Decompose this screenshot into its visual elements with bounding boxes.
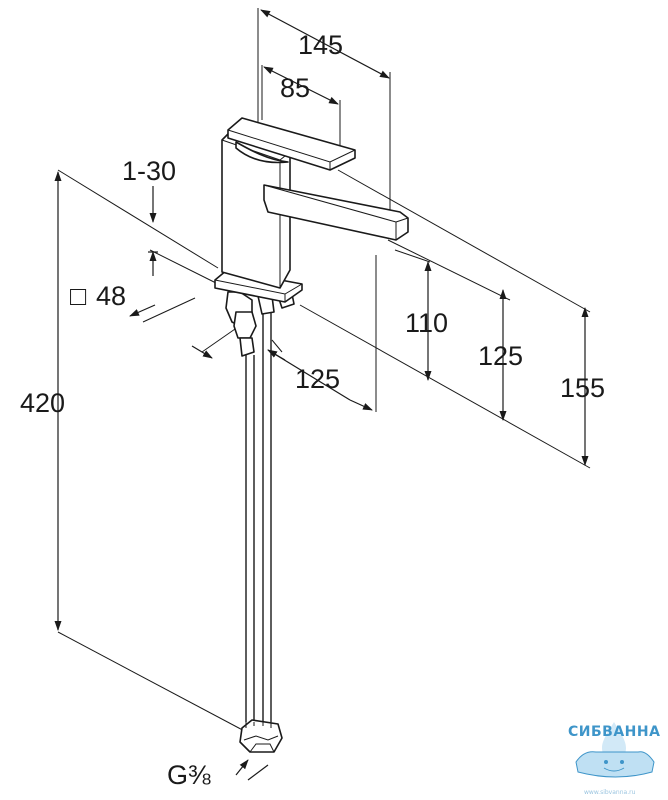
label-overall-depth: 145 xyxy=(298,30,343,60)
watermark-logo: СИБВАННА www.sibvanna.ru xyxy=(568,722,660,796)
faucet-handle xyxy=(227,117,356,171)
dimension-labels: 145 85 1-30 □ 48 125 110 125 155 420 G⅜ xyxy=(20,30,605,790)
label-handle-length: 85 xyxy=(280,73,310,103)
base-square-symbol: □ xyxy=(70,281,87,311)
logo-name: СИБВАННА xyxy=(568,724,660,740)
dimension-lines xyxy=(54,9,589,781)
faucet-spout xyxy=(263,184,409,241)
extension-lines xyxy=(57,8,591,736)
logo-url: www.sibvanna.ru xyxy=(584,789,636,796)
label-projection-depth: 125 xyxy=(295,364,340,394)
label-total-height-155: 155 xyxy=(560,373,605,403)
hose-connector xyxy=(239,719,283,753)
label-base-square: 48 xyxy=(96,281,126,311)
water-drop-icon xyxy=(602,722,626,760)
label-spout-height-110: 110 xyxy=(405,308,448,338)
label-clamp-range: 1-30 xyxy=(122,156,176,186)
label-connection-thread: G⅜ xyxy=(167,760,211,790)
supply-hoses xyxy=(245,312,272,722)
label-hose-length: 420 xyxy=(20,388,65,418)
label-spout-height-125: 125 xyxy=(478,341,523,371)
bathtub-icon xyxy=(575,751,655,778)
faucet xyxy=(214,117,409,753)
